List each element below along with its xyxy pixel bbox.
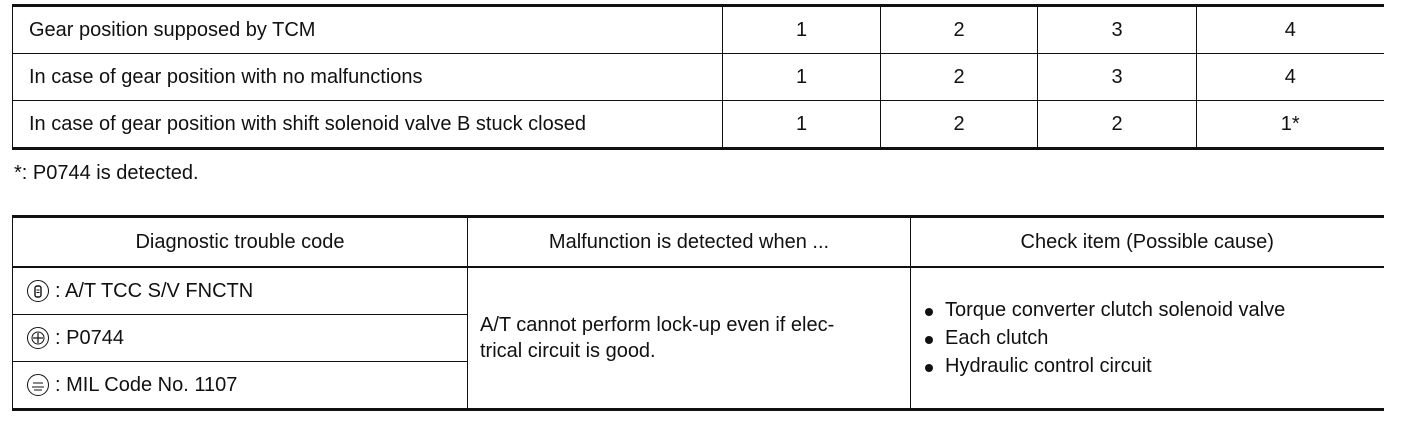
dtc-gst-cell: : P0744 xyxy=(12,314,468,362)
malfunction-line: A/T cannot perform lock-up even if elec- xyxy=(480,314,835,336)
table-header-row: Diagnostic trouble code Malfunction is d… xyxy=(12,215,1384,268)
table-row: : MIL Code No. 1107 xyxy=(12,361,1384,411)
check-item-list: Torque converter clutch solenoid valve E… xyxy=(919,296,1384,380)
dtc-code-text: : A/T TCC S/V FNCTN xyxy=(55,279,254,302)
column-header: Malfunction is detected when ... xyxy=(467,215,911,268)
row-label: In case of gear position with shift sole… xyxy=(12,100,723,150)
gear-value: 3 xyxy=(1037,53,1197,101)
dtc-consult-cell: : A/T TCC S/V FNCTN xyxy=(12,267,468,315)
no-tools-icon xyxy=(27,374,49,397)
gear-value: 3 xyxy=(1037,4,1197,54)
gear-value: 2 xyxy=(880,100,1038,150)
gst-icon xyxy=(27,327,49,350)
row-label: Gear position supposed by TCM xyxy=(12,4,723,54)
consult-icon xyxy=(27,280,49,303)
gear-value: 1* xyxy=(1196,100,1384,150)
dtc-no-tools-cell: : MIL Code No. 1107 xyxy=(12,361,468,411)
gear-value: 1 xyxy=(722,100,881,150)
gear-value: 2 xyxy=(880,4,1038,54)
table-row: : A/T TCC S/V FNCTN A/T cannot perform l… xyxy=(12,267,1384,411)
gear-value: 1 xyxy=(722,53,881,101)
table-row: In case of gear position with shift sole… xyxy=(12,100,1384,150)
dtc-code-text: : P0744 xyxy=(55,326,124,349)
gear-value: 1 xyxy=(722,4,881,54)
malfunction-line: trical circuit is good. xyxy=(480,340,656,362)
list-item: Hydraulic control circuit xyxy=(919,352,1384,380)
dtc-table: Diagnostic trouble code Malfunction is d… xyxy=(12,215,1384,411)
gear-position-table: Gear position supposed by TCM 1 2 3 4 In… xyxy=(12,4,1384,150)
table-row: Gear position supposed by TCM 1 2 3 4 xyxy=(12,4,1384,54)
footnote: *: P0744 is detected. xyxy=(14,162,199,184)
list-item: Torque converter clutch solenoid valve xyxy=(919,296,1384,324)
malfunction-description: A/T cannot perform lock-up even if elec-… xyxy=(467,267,911,411)
row-label: In case of gear position with no malfunc… xyxy=(12,53,723,101)
gear-value: 2 xyxy=(880,53,1038,101)
table-row: : P0744 xyxy=(12,314,1384,362)
table-row: In case of gear position with no malfunc… xyxy=(12,53,1384,101)
check-items-cell: Torque converter clutch solenoid valve E… xyxy=(910,267,1384,411)
dtc-code-text: : MIL Code No. 1107 xyxy=(55,373,238,396)
gear-value: 4 xyxy=(1196,53,1384,101)
column-header: Diagnostic trouble code xyxy=(12,215,468,268)
list-item: Each clutch xyxy=(919,324,1384,352)
column-header: Check item (Possible cause) xyxy=(910,215,1384,268)
gear-value: 4 xyxy=(1196,4,1384,54)
gear-value: 2 xyxy=(1037,100,1197,150)
